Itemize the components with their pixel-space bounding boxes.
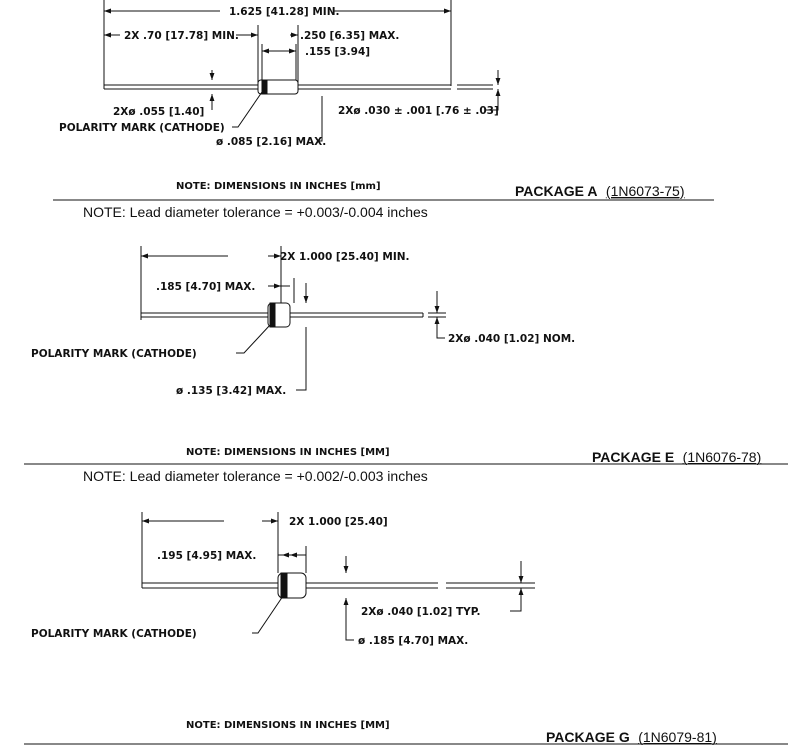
pkg-e-dimension-note: NOTE: DIMENSIONS IN INCHES [MM]	[186, 447, 390, 458]
pkg-e-tolerance-note: NOTE: Lead diameter tolerance = +0.002/-…	[83, 468, 428, 484]
package-e-drawing	[141, 246, 446, 390]
pkg-a-title: PACKAGE A (1N6073-75)	[515, 183, 685, 200]
pkg-a-lead-diameter: 2Xø .030 ± .001 [.76 ± .03]	[338, 105, 499, 117]
pkg-e-body-length: .185 [4.70] MAX.	[156, 281, 255, 293]
pkg-e-part-range: (1N6076-78)	[683, 449, 762, 465]
pkg-e-polarity-mark: POLARITY MARK (CATHODE)	[31, 348, 197, 360]
pkg-g-body-diameter: ø .185 [4.70] MAX.	[358, 635, 468, 647]
pkg-g-dimension-note: NOTE: DIMENSIONS IN INCHES [MM]	[186, 720, 390, 731]
pkg-e-name: PACKAGE E	[592, 449, 674, 465]
pkg-g-title: PACKAGE G (1N6079-81)	[546, 729, 717, 746]
pkg-a-part-range: (1N6073-75)	[606, 183, 685, 199]
pkg-g-lead-diameter: 2Xø .040 [1.02] TYP.	[361, 606, 481, 618]
pkg-a-band-diameter: 2Xø .055 [1.40]	[113, 106, 204, 118]
pkg-a-lead-length: 2X .70 [17.78] MIN.	[124, 30, 239, 42]
pkg-e-lead-length: 2X 1.000 [25.40] MIN.	[280, 251, 410, 263]
pkg-e-lead-diameter: 2Xø .040 [1.02] NOM.	[448, 333, 575, 345]
package-a-drawing	[104, 0, 501, 141]
pkg-g-polarity-mark: POLARITY MARK (CATHODE)	[31, 628, 197, 640]
package-g-drawing	[142, 512, 535, 640]
pkg-a-name: PACKAGE A	[515, 183, 597, 199]
pkg-a-tolerance-note: NOTE: Lead diameter tolerance = +0.003/-…	[83, 204, 428, 220]
pkg-g-name: PACKAGE G	[546, 729, 630, 745]
pkg-g-part-range: (1N6079-81)	[638, 729, 717, 745]
pkg-a-body-diameter: ø .085 [2.16] MAX.	[216, 136, 326, 148]
pkg-a-dimension-note: NOTE: DIMENSIONS IN INCHES [mm]	[176, 181, 381, 192]
pkg-a-overall-length: 1.625 [41.28] MIN.	[229, 6, 339, 18]
pkg-e-title: PACKAGE E (1N6076-78)	[592, 449, 761, 466]
pkg-g-body-length: .195 [4.95] MAX.	[157, 550, 256, 562]
pkg-a-body-length: .250 [6.35] MAX.	[300, 30, 399, 42]
pkg-a-polarity-mark: POLARITY MARK (CATHODE)	[59, 122, 225, 134]
pkg-a-band-width: .155 [3.94]	[305, 46, 370, 58]
pkg-g-lead-length: 2X 1.000 [25.40]	[289, 516, 388, 528]
pkg-e-body-diameter: ø .135 [3.42] MAX.	[176, 385, 286, 397]
